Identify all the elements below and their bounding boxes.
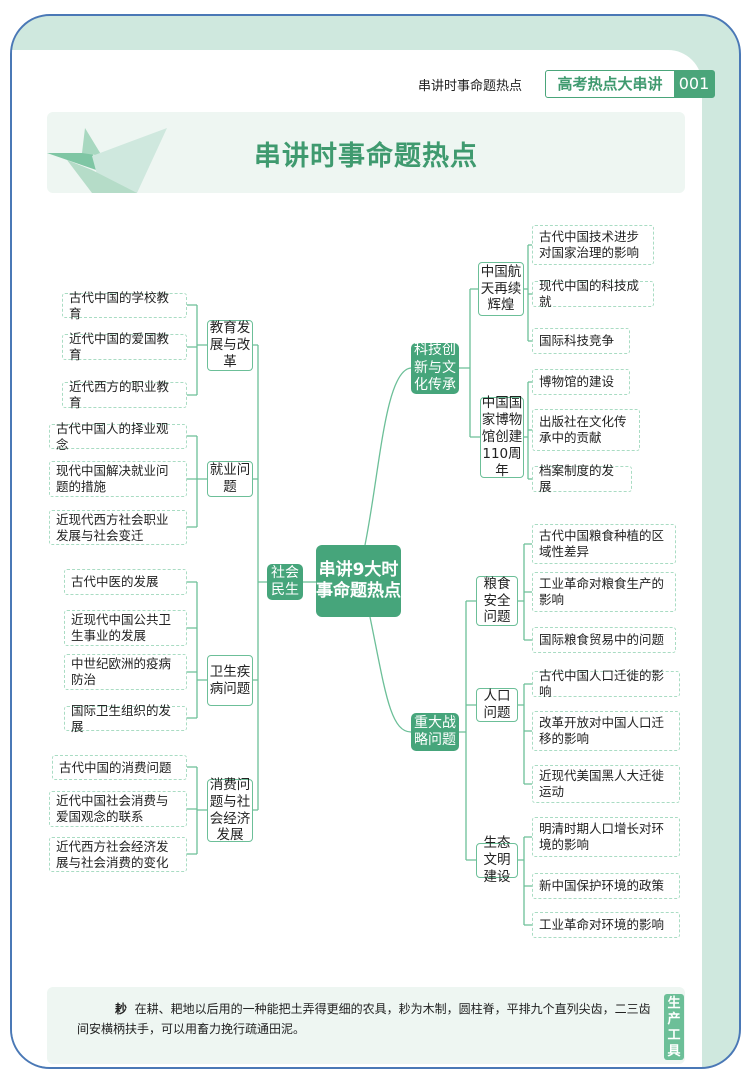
topic-node: 卫生疾病问题: [207, 655, 253, 706]
branch-node: 重大战略问题: [411, 713, 459, 751]
leaf-node: 近代中国社会消费与爱国观念的联系: [49, 791, 187, 827]
node-label: 档案制度的发展: [539, 463, 615, 494]
leaf-node: 国际科技竞争: [532, 328, 630, 354]
leaf-node: 博物馆的建设: [532, 369, 630, 395]
node-label: 近代中国社会消费与爱国观念的联系: [56, 793, 169, 824]
node-label: 古代中国粮食种植的区域性差异: [539, 528, 665, 559]
topic-node: 教育发展与改革: [207, 320, 253, 371]
leaf-node: 古代中国人的择业观念: [49, 420, 187, 452]
footer-note: 耖 在耕、耙地以后用的一种能把土弄得更细的农具，耖为木制，圆柱脊，平排九个直列尖…: [47, 987, 685, 1064]
node-label: 古代中国人口迁徙的影响: [539, 668, 665, 699]
node-label: 国际科技竞争: [539, 333, 615, 349]
node-label: 教育发展与改革: [209, 320, 251, 370]
leaf-node: 近代西方社会经济发展与社会消费的变化: [49, 837, 187, 872]
node-label: 人口问题: [483, 688, 511, 721]
leaf-node: 国际卫生组织的发展: [64, 702, 187, 734]
node-label: 改革开放对中国人口迁移的影响: [539, 715, 665, 746]
leaf-node: 工业革命对粮食生产的影响: [532, 572, 676, 612]
node-label: 古代中医的发展: [71, 574, 159, 590]
leaf-node: 古代中医的发展: [64, 569, 187, 595]
node-label: 近代西方的职业教育: [69, 379, 170, 410]
node-label: 新中国保护环境的政策: [539, 878, 665, 894]
title-banner: 串讲时事命题热点: [47, 112, 685, 193]
node-label: 国际卫生组织的发展: [71, 702, 172, 734]
topic-node: 生态文明建设: [476, 835, 518, 885]
node-label: 近现代西方社会职业发展与社会变迁: [56, 511, 169, 543]
node-label: 粮食安全问题: [483, 575, 511, 626]
section-title: 串讲时事命题热点: [418, 79, 523, 94]
node-label: 串讲9大时事命题热点: [316, 559, 401, 601]
node-label: 工业革命对粮食生产的影响: [539, 576, 665, 607]
node-label: 消费问题与社会经济发展: [209, 776, 251, 844]
leaf-node: 古代中国人口迁徙的影响: [532, 668, 680, 699]
topic-node: 粮食安全问题: [476, 576, 518, 626]
series-title: 高考热点大串讲: [557, 75, 663, 93]
leaf-node: 工业革命对环境的影响: [532, 912, 680, 938]
leaf-node: 古代中国的消费问题: [52, 755, 187, 780]
leaf-node: 近现代美国黑人大迁徙运动: [532, 765, 680, 803]
node-label: 中世纪欧洲的疫病防治: [71, 656, 172, 687]
node-label: 博物馆的建设: [539, 374, 615, 390]
node-label: 就业问题: [209, 462, 251, 495]
node-label: 现代中国的科技成就: [539, 278, 640, 309]
leaf-node: 新中国保护环境的政策: [532, 873, 680, 899]
leaf-node: 明清时期人口增长对环境的影响: [532, 817, 680, 857]
branch-node: 社会民生: [267, 564, 303, 600]
topic-node: 中国国家博物馆创建110周年: [480, 395, 524, 479]
paper-boat-icon: [47, 128, 167, 193]
leaf-node: 档案制度的发展: [532, 463, 632, 494]
node-label: 工业革命对环境的影响: [539, 917, 665, 933]
series-badge: 高考热点大串讲 001: [545, 70, 715, 98]
leaf-node: 近代西方的职业教育: [62, 379, 187, 410]
leaf-node: 国际粮食贸易中的问题: [532, 627, 676, 653]
node-label: 古代中国的学校教育: [69, 289, 170, 321]
topic-node: 人口问题: [476, 688, 518, 722]
mindmap-connectors: [187, 244, 532, 926]
leaf-node: 近现代西方社会职业发展与社会变迁: [49, 510, 187, 545]
root-node: 串讲9大时事命题热点: [316, 545, 401, 617]
node-label: 近现代中国公共卫生事业的发展: [71, 612, 172, 643]
leaf-node: 出版社在文化传承中的贡献: [532, 409, 640, 451]
leaf-node: 现代中国的科技成就: [532, 278, 654, 309]
node-label: 近现代美国黑人大迁徙运动: [539, 768, 665, 799]
leaf-node: 近代中国的爱国教育: [62, 331, 187, 362]
node-label: 中国航天再续辉煌: [480, 263, 522, 314]
leaf-node: 近现代中国公共卫生事业的发展: [64, 610, 187, 646]
leaf-node: 现代中国解决就业问题的措施: [49, 461, 187, 497]
banner-title: 串讲时事命题热点: [254, 141, 478, 172]
footer-term: 耖: [115, 1002, 128, 1016]
node-label: 古代中国人的择业观念: [56, 420, 169, 452]
category-tag: 生产工具: [664, 994, 684, 1060]
topic-node: 中国航天再续辉煌: [478, 262, 524, 316]
leaf-node: 古代中国技术进步对国家治理的影响: [532, 225, 654, 265]
node-label: 中国国家博物馆创建110周年: [481, 395, 523, 479]
footer-definition: 在耕、耙地以后用的一种能把土弄得更细的农具，耖为木制，圆柱脊，平排九个直列尖齿，…: [77, 1002, 651, 1036]
node-label: 卫生疾病问题: [209, 663, 251, 697]
footer-text: 耖 在耕、耙地以后用的一种能把土弄得更细的农具，耖为木制，圆柱脊，平排九个直列尖…: [77, 999, 657, 1039]
branch-node: 科技创新与文化传承: [411, 342, 459, 394]
node-label: 明清时期人口增长对环境的影响: [539, 821, 665, 852]
node-label: 古代中国的消费问题: [59, 759, 172, 775]
node-label: 国际粮食贸易中的问题: [539, 632, 665, 648]
node-label: 近代中国的爱国教育: [69, 331, 170, 362]
node-label: 出版社在文化传承中的贡献: [539, 414, 627, 445]
node-label: 近代西方社会经济发展与社会消费的变化: [56, 838, 169, 870]
topic-node: 就业问题: [207, 461, 253, 497]
node-label: 社会民生: [271, 564, 299, 599]
node-label: 现代中国解决就业问题的措施: [56, 463, 169, 494]
leaf-node: 中世纪欧洲的疫病防治: [64, 654, 187, 690]
page-number: 001: [674, 71, 714, 97]
node-label: 科技创新与文化传承: [414, 342, 456, 394]
node-label: 生态文明建设: [483, 835, 511, 885]
leaf-node: 改革开放对中国人口迁移的影响: [532, 711, 680, 751]
leaf-node: 古代中国的学校教育: [62, 289, 187, 321]
node-label: 古代中国技术进步对国家治理的影响: [539, 229, 640, 260]
topic-node: 消费问题与社会经济发展: [207, 776, 253, 844]
leaf-node: 古代中国粮食种植的区域性差异: [532, 524, 676, 564]
node-label: 重大战略问题: [414, 714, 456, 749]
